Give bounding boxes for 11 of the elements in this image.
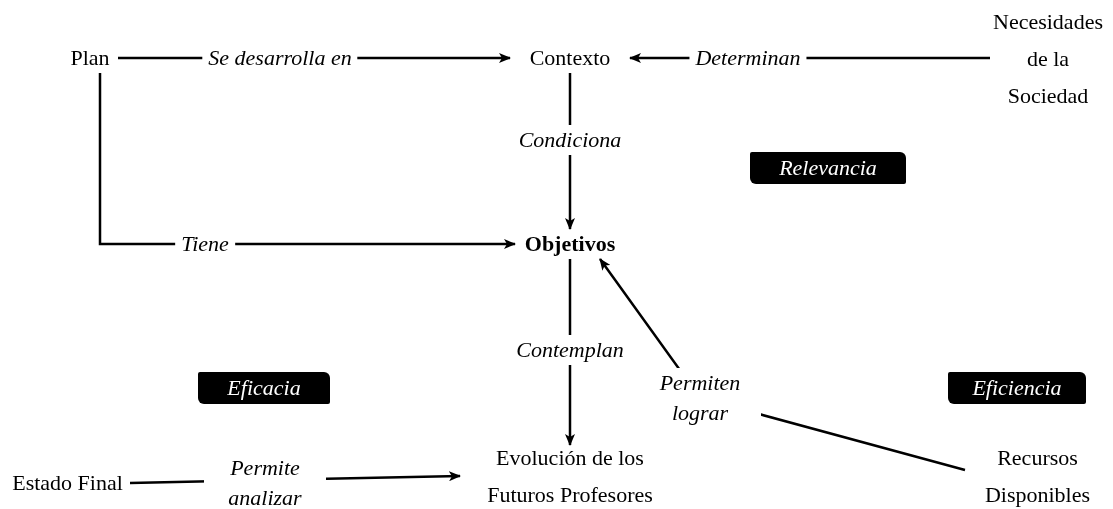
label-badge: Eficacia <box>198 372 330 404</box>
label-badge: Eficiencia <box>948 372 1086 404</box>
label-badge: Relevancia <box>750 152 906 184</box>
concept-text: Contexto <box>510 43 630 73</box>
concept-text: Estado Final <box>5 468 130 498</box>
concept-text: Plan <box>62 43 118 73</box>
arrow <box>98 73 516 249</box>
concept-text: Evolución de los Futuros Profesores <box>460 445 680 507</box>
concept-text: Objetivos <box>515 229 625 259</box>
concept-text: Necesidades de la Sociedad <box>990 2 1106 114</box>
concept-text: Recursos Disponibles <box>965 445 1110 507</box>
